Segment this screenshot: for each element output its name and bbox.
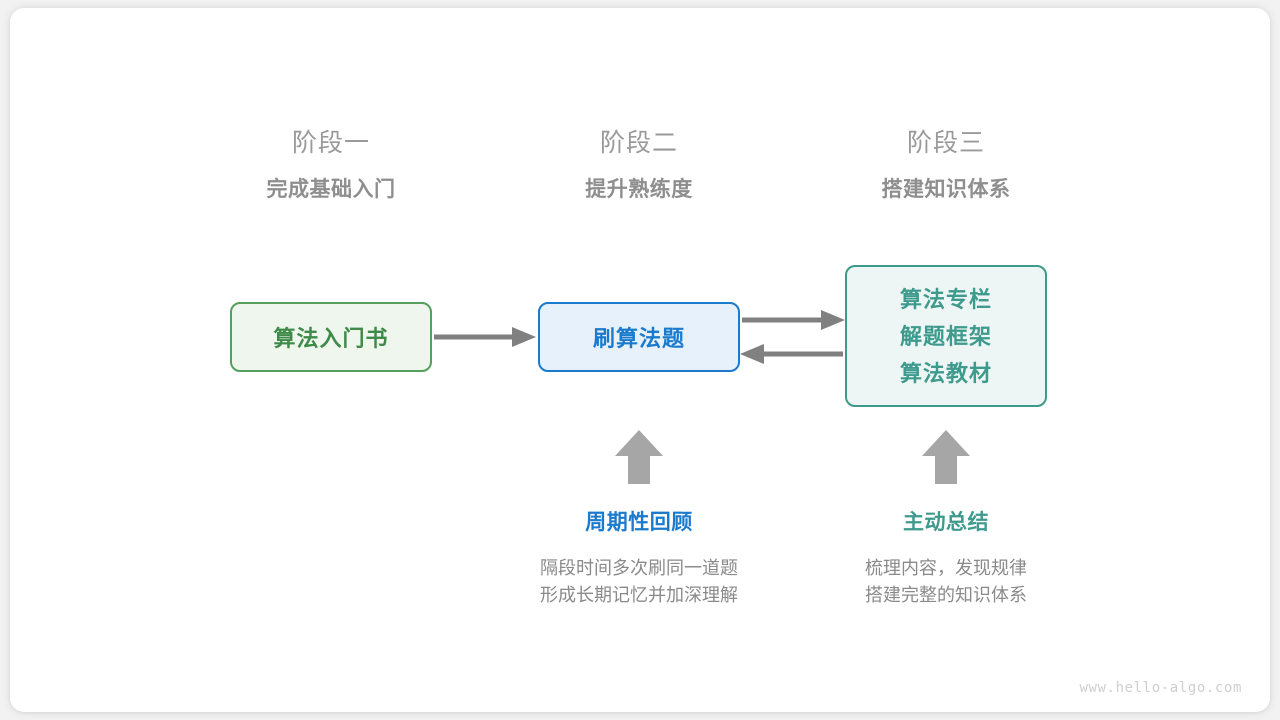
note-periodic-review-body: 隔段时间多次刷同一道题 形成长期记忆并加深理解 <box>489 555 789 609</box>
node-practice-problems: 刷算法题 <box>538 302 740 372</box>
note-active-summary-line-1: 梳理内容，发现规律 <box>865 558 1027 578</box>
note-active-summary: 主动总结 梳理内容，发现规律 搭建完整的知识体系 <box>796 508 1096 609</box>
note-active-summary-line-2: 搭建完整的知识体系 <box>865 585 1027 605</box>
note-periodic-review-title: 周期性回顾 <box>585 511 693 534</box>
phase-2-title: 阶段二 <box>599 129 678 157</box>
phase-1-subtitle: 完成基础入门 <box>266 178 396 201</box>
node-practice-problems-label: 刷算法题 <box>592 326 685 351</box>
phase-header-1: 阶段一 完成基础入门 <box>201 126 461 206</box>
note-active-summary-body: 梳理内容，发现规律 搭建完整的知识体系 <box>796 555 1096 609</box>
node-intro-book: 算法入门书 <box>230 302 432 372</box>
phase-2-subtitle: 提升熟练度 <box>585 178 693 201</box>
note-periodic-review-line-1: 隔段时间多次刷同一道题 <box>540 558 738 578</box>
note-periodic-review: 周期性回顾 隔段时间多次刷同一道题 形成长期记忆并加深理解 <box>489 508 789 609</box>
phase-3-subtitle: 搭建知识体系 <box>881 178 1011 201</box>
node-intro-book-label: 算法入门书 <box>273 326 389 351</box>
note-active-summary-title: 主动总结 <box>903 511 989 534</box>
phase-1-title: 阶段一 <box>291 129 370 157</box>
phase-header-3: 阶段三 搭建知识体系 <box>816 126 1076 206</box>
node-resources-label-2: 解题框架 <box>899 323 992 349</box>
node-resources: 算法专栏 解题框架 算法教材 <box>845 265 1047 407</box>
phase-header-2: 阶段二 提升熟练度 <box>509 126 769 206</box>
node-resources-label-1: 算法专栏 <box>899 286 992 312</box>
phase-3-title: 阶段三 <box>906 129 985 157</box>
watermark: www.hello-algo.com <box>1079 680 1242 696</box>
note-periodic-review-line-2: 形成长期记忆并加深理解 <box>540 585 738 605</box>
node-resources-label-3: 算法教材 <box>899 360 992 386</box>
